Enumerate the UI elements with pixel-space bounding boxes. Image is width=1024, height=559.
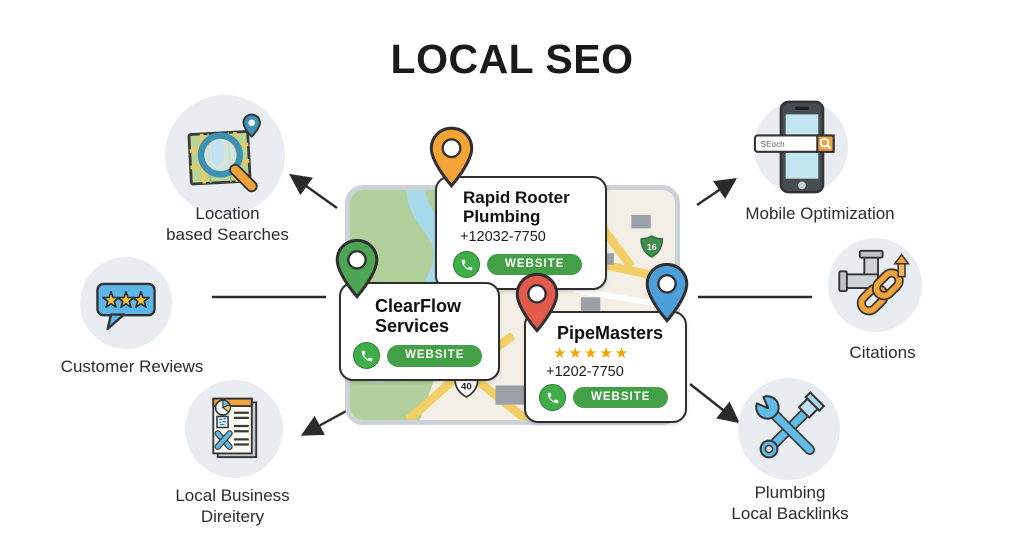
business-name: ClearFlow Services bbox=[375, 296, 462, 337]
node-label-customer-reviews: Customer Reviews bbox=[60, 357, 204, 376]
local-directory-node bbox=[185, 380, 283, 478]
svg-text:16: 16 bbox=[647, 242, 657, 252]
call-button-rapid-rooter[interactable] bbox=[453, 251, 480, 279]
citations-node bbox=[828, 238, 922, 332]
map-pin-rapid-rooter[interactable] bbox=[428, 126, 475, 188]
arrow-to-local-backlinks bbox=[689, 383, 740, 424]
node-label-local-backlinks: Plumbing Local Backlinks bbox=[731, 483, 849, 524]
call-button-pipemasters[interactable] bbox=[539, 384, 566, 412]
pipe-link-icon bbox=[838, 249, 910, 316]
map-search-icon bbox=[187, 113, 261, 193]
phone-icon bbox=[461, 259, 472, 270]
star-rating: ★★★★★ bbox=[553, 345, 631, 363]
search-bar-text: SEɑch bbox=[761, 140, 785, 149]
crossed-tools-icon bbox=[755, 391, 826, 459]
phone-icon bbox=[547, 392, 558, 403]
business-directory-icon bbox=[212, 397, 258, 459]
map-pin-clearflow[interactable] bbox=[334, 238, 380, 299]
business-phone: +12032-7750 bbox=[460, 229, 546, 246]
page-title: LOCAL SEO bbox=[390, 36, 634, 82]
map-pin-secondary-blue[interactable] bbox=[644, 262, 690, 323]
arrow-to-mobile-optimization bbox=[696, 177, 737, 206]
customer-reviews-node bbox=[80, 257, 172, 349]
phone-icon bbox=[361, 350, 372, 362]
business-phone: +1202-7750 bbox=[546, 364, 624, 381]
website-button-rapid-rooter[interactable]: WEBSITE bbox=[487, 253, 583, 276]
mobile-optimization-node: SEɑch bbox=[753, 100, 848, 194]
mobile-search-icon: SEɑch bbox=[753, 100, 835, 194]
business-name: PipeMasters bbox=[557, 323, 664, 343]
call-button-clearflow[interactable] bbox=[353, 342, 380, 370]
node-label-mobile-optimization: Mobile Optimization bbox=[745, 204, 895, 223]
node-label-location-searches: Location based Searches bbox=[166, 204, 289, 245]
business-card-rapid-rooter: Rapid Rooter Plumbing +12032-7750 WEBSIT… bbox=[435, 176, 607, 291]
local-backlinks-node bbox=[738, 378, 840, 480]
business-name: Rapid Rooter Plumbing bbox=[463, 188, 570, 227]
review-bubble-icon bbox=[96, 282, 156, 331]
svg-text:40: 40 bbox=[461, 381, 472, 392]
route-badge-16: 16 bbox=[640, 235, 664, 258]
business-card-pipemasters: PipeMasters ★★★★★ +1202-7750 WEBSITE bbox=[524, 311, 687, 424]
node-label-citations: Citations bbox=[849, 343, 916, 362]
business-card-clearflow: ClearFlow Services WEBSITE bbox=[339, 282, 500, 382]
map-pin-pipemasters[interactable] bbox=[514, 272, 560, 333]
location-searches-node bbox=[165, 95, 285, 215]
website-button-clearflow[interactable]: WEBSITE bbox=[387, 345, 483, 367]
website-button-pipemasters[interactable]: WEBSITE bbox=[573, 386, 669, 409]
node-label-local-directory: Local Business Direitery bbox=[175, 486, 290, 527]
